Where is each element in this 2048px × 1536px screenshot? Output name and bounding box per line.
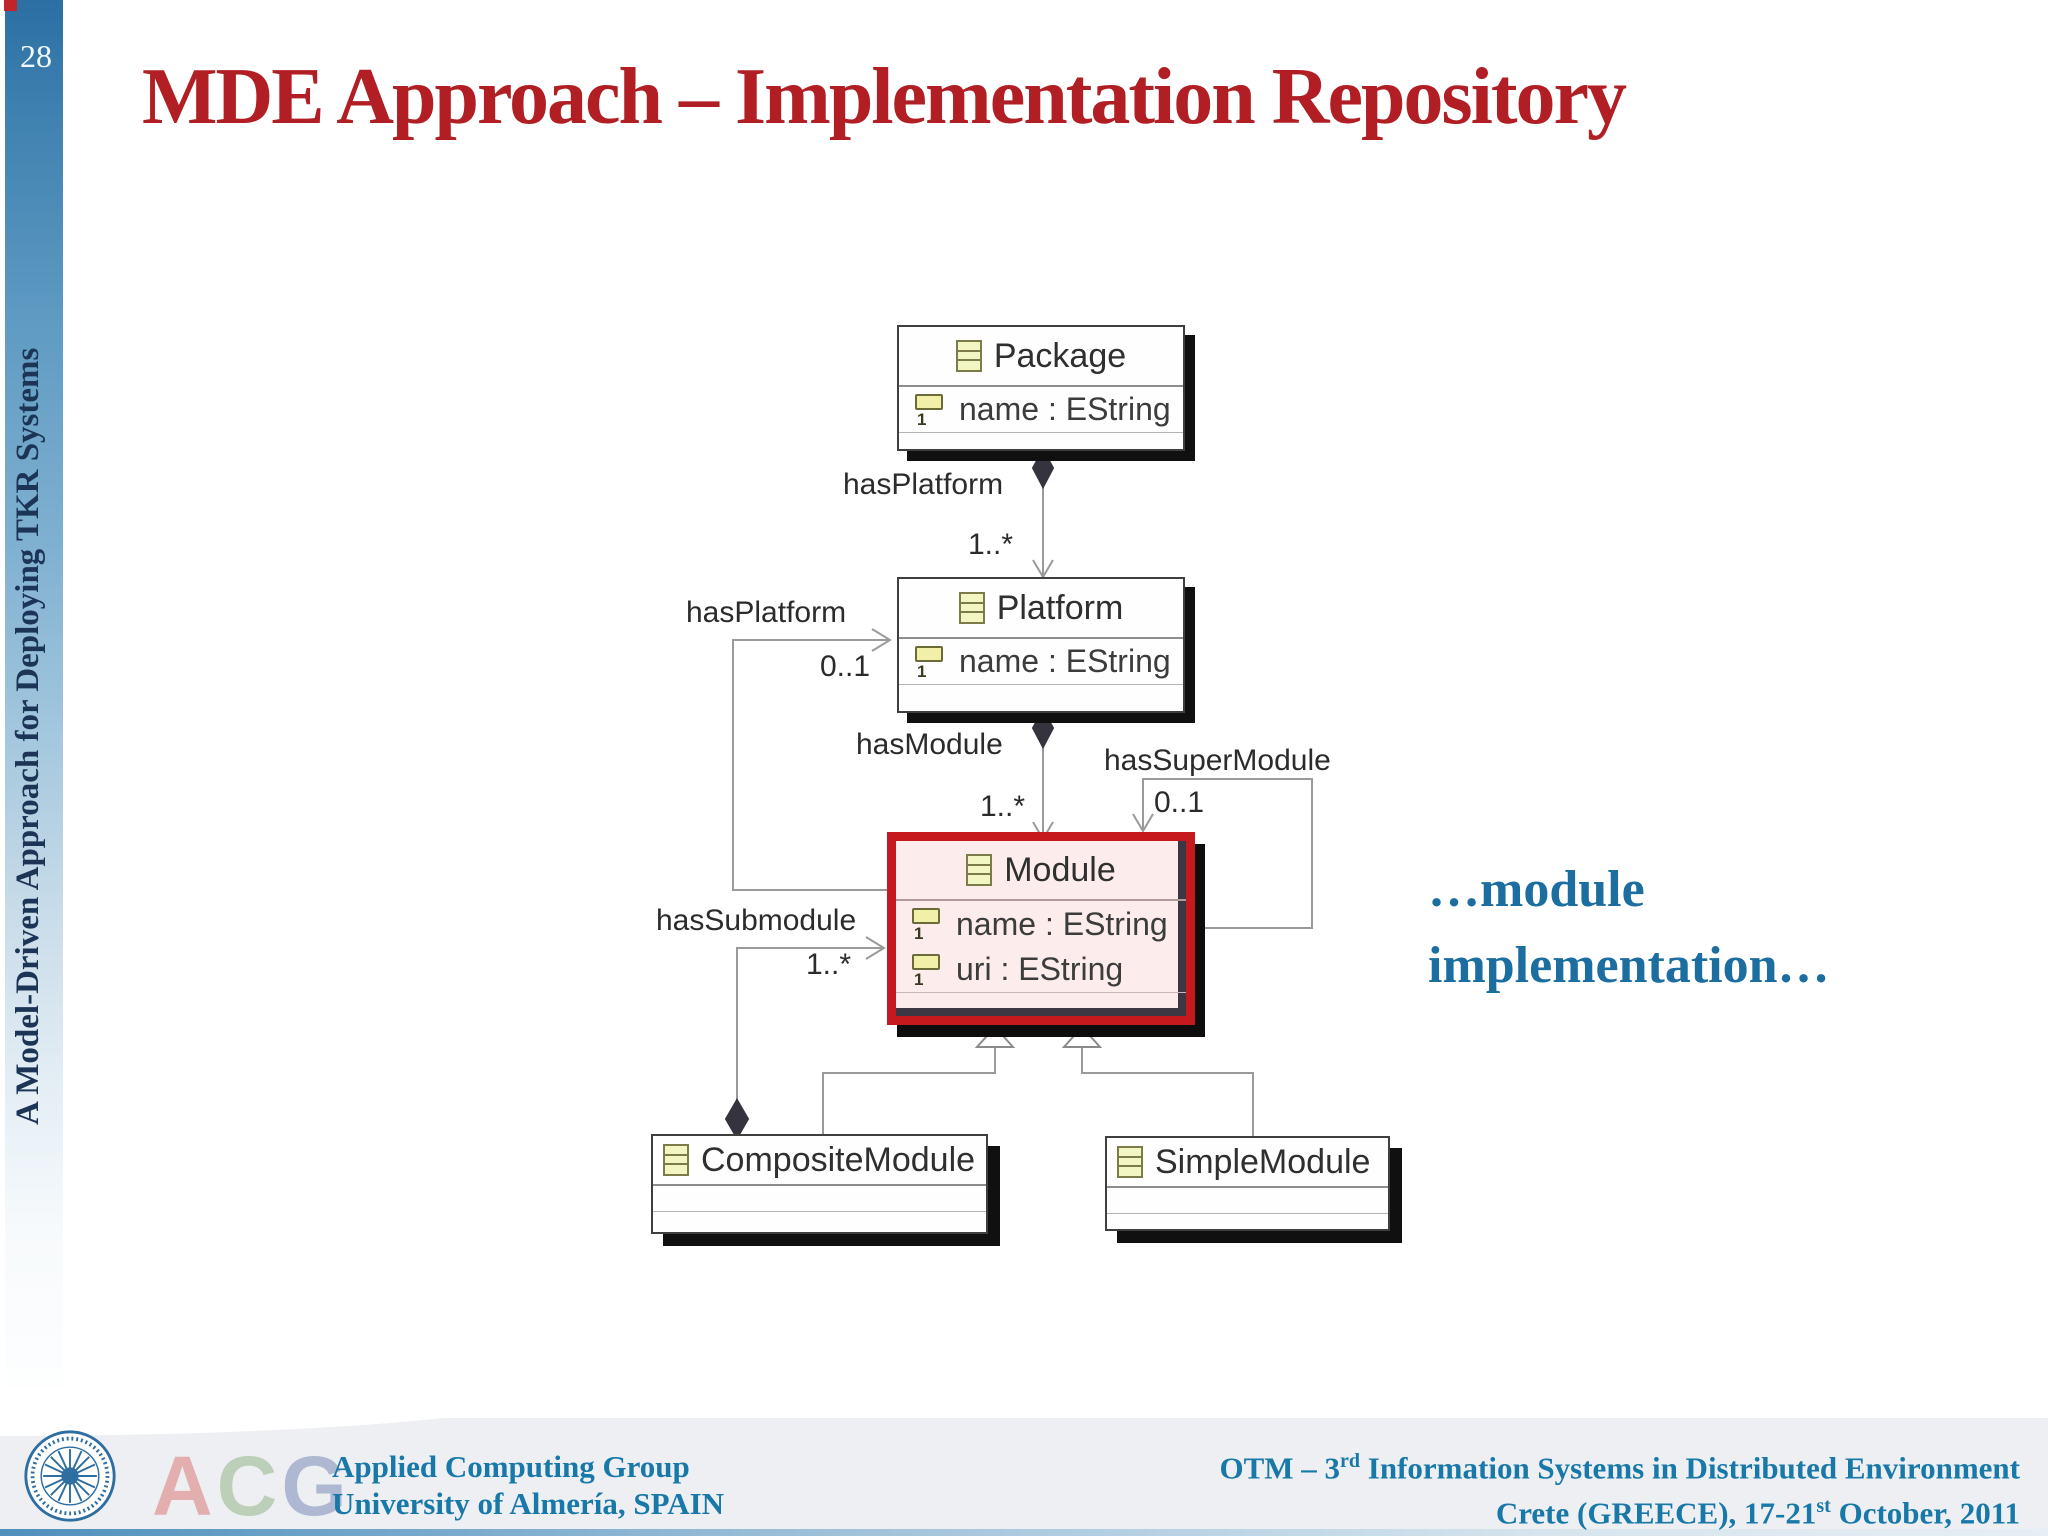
composition-diamond-icon	[1031, 707, 1055, 750]
attribute-row: 1 uri : EString	[896, 947, 1186, 993]
attribute-text: uri : EString	[956, 951, 1124, 987]
class-box-simplemodule: SimpleModule	[1105, 1136, 1390, 1231]
eclass-icon	[955, 340, 982, 372]
edge-multiplicity-hasmodule: 1..*	[980, 790, 1026, 823]
edge-hasplatform-package-platform	[1031, 447, 1055, 579]
edge-hasplatform-module-platform	[732, 628, 892, 891]
edge-label-hassupermodule: hasSuperModule	[1104, 744, 1331, 777]
edge-hassubmodule-compositemodule-module	[724, 936, 886, 1140]
edge-hassupermodule-loop	[1132, 778, 1313, 929]
footer-event-line2: Crete (GREECE), 17-21st October, 2011	[1495, 1495, 2020, 1531]
empty-compartment	[896, 993, 1186, 1016]
footer-band	[0, 1418, 2048, 1529]
edge-multiplicity-hassubmodule: 1..*	[806, 948, 852, 981]
open-arrowhead-icon	[1132, 813, 1154, 833]
class-name: Package	[993, 336, 1127, 375]
open-arrowhead-icon	[865, 936, 886, 960]
attribute-text: name : EString	[956, 905, 1168, 942]
generalization-triangle-icon	[974, 1025, 1016, 1048]
footer-event-line1: OTM – 3rd Information Systems in Distrib…	[1219, 1450, 2020, 1486]
generalization-triangle-icon	[1061, 1025, 1103, 1048]
edge-label-hassubmodule: hasSubmodule	[656, 904, 857, 937]
eattribute-icon: 1	[912, 952, 944, 989]
edge-hasmodule-platform-module	[1031, 707, 1055, 841]
composition-diamond-icon	[1031, 447, 1055, 490]
class-name: Module	[1004, 850, 1116, 889]
eattribute-icon: 1	[915, 644, 947, 681]
annotation-line1: …module	[1428, 861, 1645, 918]
edge-label-hasplatform-top: hasPlatform	[843, 468, 1004, 501]
university-seal-logo	[24, 1430, 116, 1522]
edge-generalization-compositemodule	[822, 1025, 1016, 1134]
attribute-text: name : EString	[959, 391, 1171, 427]
empty-attribute-compartment	[653, 1186, 986, 1212]
class-box-platform: Platform 1 name : EString	[897, 577, 1185, 713]
edge-label-hasmodule: hasModule	[856, 728, 1003, 761]
empty-compartment	[1107, 1214, 1388, 1229]
eclass-icon	[958, 592, 985, 624]
footer-group-line2: University of Almería, SPAIN	[332, 1486, 725, 1521]
empty-compartment	[653, 1212, 986, 1232]
class-name: CompositeModule	[701, 1140, 976, 1179]
attribute-row: 1 name : EString	[896, 901, 1186, 947]
empty-compartment	[899, 685, 1183, 711]
footer-event-info: OTM – 3rd Information Systems in Distrib…	[1219, 1442, 2020, 1533]
annotation-line2: implementation…	[1428, 937, 1830, 994]
attribute-row: 1 name : EString	[899, 387, 1183, 433]
footer-group-line1: Applied Computing Group	[332, 1449, 690, 1484]
edge-multiplicity-hassupermodule: 0..1	[1154, 786, 1205, 819]
class-box-package: Package 1 name : EString	[897, 325, 1185, 451]
eattribute-icon: 1	[915, 392, 947, 429]
class-name: Platform	[996, 588, 1124, 627]
eclass-icon	[966, 854, 993, 886]
eattribute-icon: 1	[912, 906, 944, 943]
attribute-text: name : EString	[959, 643, 1171, 679]
slide-number: 28	[20, 38, 52, 74]
slide-title: MDE Approach – Implementation Repository	[142, 53, 1627, 141]
class-name: SimpleModule	[1155, 1142, 1371, 1181]
composition-diamond-icon	[724, 1098, 750, 1140]
open-arrowhead-icon	[871, 628, 892, 652]
bottom-accent-bar	[0, 1529, 2048, 1536]
edge-generalization-simplemodule	[1061, 1025, 1254, 1136]
class-box-module-highlighted: Module 1 name : EString 1 uri : EString	[887, 832, 1195, 1025]
attribute-row: 1 name : EString	[899, 639, 1183, 685]
sidebar-strip	[5, 0, 63, 1430]
annotation-text: …module implementation…	[1428, 852, 1830, 1004]
acg-letter-a: A	[152, 1439, 217, 1533]
acg-letter-c: C	[216, 1439, 282, 1533]
acg-letter-g: G	[281, 1439, 351, 1533]
edge-label-hasplatform-left: hasPlatform	[686, 596, 847, 629]
top-red-accent	[4, 0, 17, 11]
acg-logo: ACG	[152, 1438, 351, 1535]
empty-compartment	[899, 433, 1183, 449]
edge-multiplicity-hasplatform-left: 0..1	[820, 650, 871, 683]
edge-multiplicity-hasplatform-top: 1..*	[968, 528, 1014, 561]
eclass-icon	[663, 1144, 689, 1176]
eclass-icon	[1117, 1146, 1143, 1178]
footer-group-info: Applied Computing Group University of Al…	[332, 1448, 724, 1522]
empty-attribute-compartment	[1107, 1188, 1388, 1214]
class-box-compositemodule: CompositeModule	[651, 1134, 988, 1234]
